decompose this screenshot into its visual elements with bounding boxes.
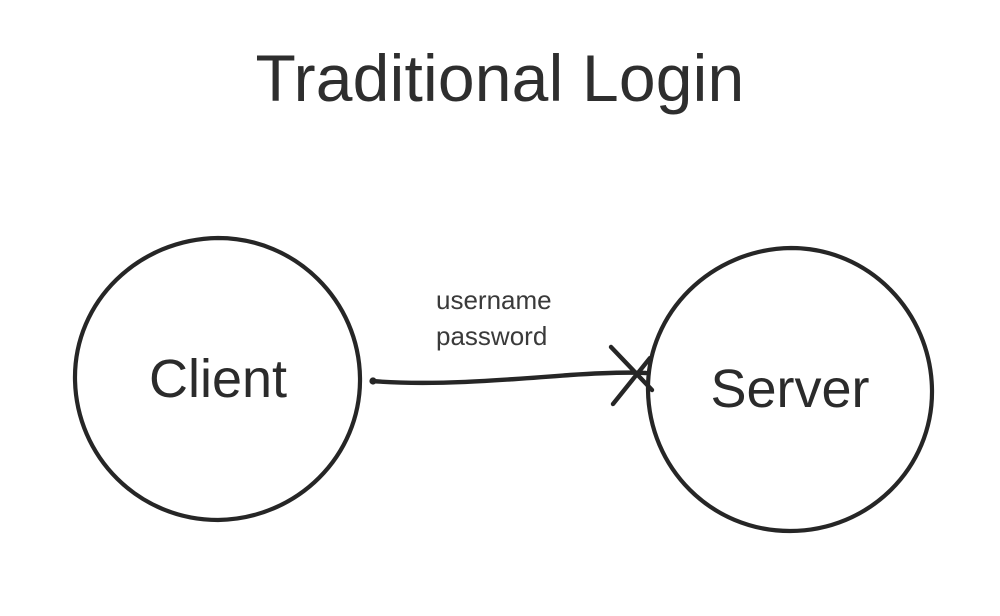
arrowhead-upper-stroke bbox=[608, 344, 655, 393]
server-node-label: Server bbox=[710, 359, 870, 419]
client-node-circle[interactable] bbox=[72, 235, 363, 523]
arrowhead-lower-stroke bbox=[610, 355, 653, 407]
edge-label-username: username bbox=[436, 285, 552, 315]
edge-client-to-server[interactable] bbox=[369, 344, 655, 407]
edge-label-password: password bbox=[436, 321, 548, 351]
server-node-circle[interactable] bbox=[645, 245, 935, 534]
client-node-label: Client bbox=[148, 349, 288, 409]
page-title: Traditional Login bbox=[255, 41, 745, 115]
edge-start-dot bbox=[369, 377, 377, 385]
